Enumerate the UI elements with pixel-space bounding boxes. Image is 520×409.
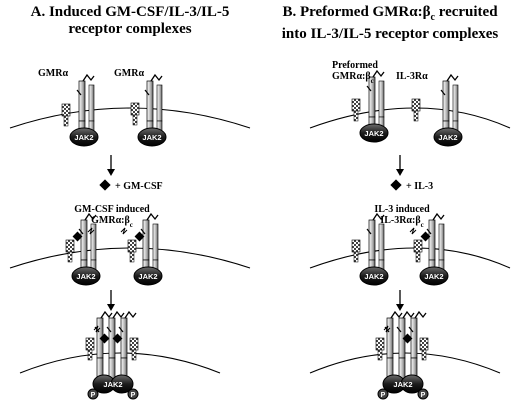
panel-a-ligand-diamond	[99, 179, 111, 191]
jak2-label: JAK2	[424, 272, 443, 281]
panel-b-ligand-label: + IL-3	[406, 181, 433, 192]
phospho-marker	[417, 388, 429, 400]
panel-b-preformed-label-1: Preformed	[332, 60, 378, 71]
panel-a-alpha-label-left: GMRα	[38, 68, 68, 79]
svg-text:P: P	[131, 392, 136, 399]
panel-b-heading-line2: into IL-3/IL-5 receptor complexes	[281, 26, 499, 42]
jak2-label: JAK2	[142, 133, 161, 142]
jak2-label: JAK2	[393, 380, 412, 389]
panel-b-complex-label-2: IL-3Rα:βc	[380, 215, 423, 229]
panel-b-complex-label-1: IL-3 induced	[374, 204, 430, 215]
svg-text:P: P	[421, 392, 426, 399]
panel-a-heading-line2: receptor complexes	[68, 21, 192, 37]
panel-a-complex-label-1: GM-CSF induced	[74, 204, 150, 215]
panel-a-alpha-left	[61, 103, 71, 127]
panel-a-membrane-3	[19, 352, 221, 374]
panel-a-heading-line1: A. Induced GM-CSF/IL-3/IL-5	[30, 4, 230, 20]
phospho-marker	[377, 388, 389, 400]
panel-a-jak2-left	[69, 127, 99, 147]
jak2-label: JAK2	[438, 133, 457, 142]
phospho-marker	[87, 388, 99, 400]
jak2-label: JAK2	[103, 380, 122, 389]
panel-a-active-complex: JAK2 P P	[85, 311, 139, 400]
panel-a-ligand-label: + GM-CSF	[115, 181, 163, 192]
phospho-marker	[127, 388, 139, 400]
panel-b-heading: B. Preformed GMRα:βc recruited into IL-3…	[260, 4, 520, 43]
jak2-label: JAK2	[364, 129, 383, 138]
panel-b-membrane-1	[309, 107, 511, 129]
svg-text:P: P	[381, 392, 386, 399]
panel-a-heading: A. Induced GM-CSF/IL-3/IL-5 receptor com…	[0, 4, 260, 38]
panel-a-alpha-label-right: GMRα	[114, 68, 144, 79]
jak2-label: JAK2	[76, 272, 95, 281]
panel-b-alpha-label: IL-3Rα	[396, 71, 428, 82]
svg-text:P: P	[91, 392, 96, 399]
panel-a-membrane-1	[9, 107, 251, 129]
panel-b-preformed-label-2: GMRα:βc	[332, 71, 374, 85]
jak2-label: JAK2	[138, 272, 157, 281]
panel-b-active-complex: JAK2 P P	[375, 311, 429, 400]
jak2-label: JAK2	[74, 133, 93, 142]
panel-b-ligand-diamond	[390, 179, 402, 191]
panel-b-heading-line1: B. Preformed GMRα:βc recruited	[282, 4, 498, 23]
panel-b-membrane-2	[309, 247, 511, 269]
jak2-label: JAK2	[364, 272, 383, 281]
panel-a-complex-label-2: GMRα:βc	[91, 215, 133, 229]
panel-a-jak2-right	[137, 127, 167, 147]
panel-a-alpha-right	[130, 102, 140, 126]
